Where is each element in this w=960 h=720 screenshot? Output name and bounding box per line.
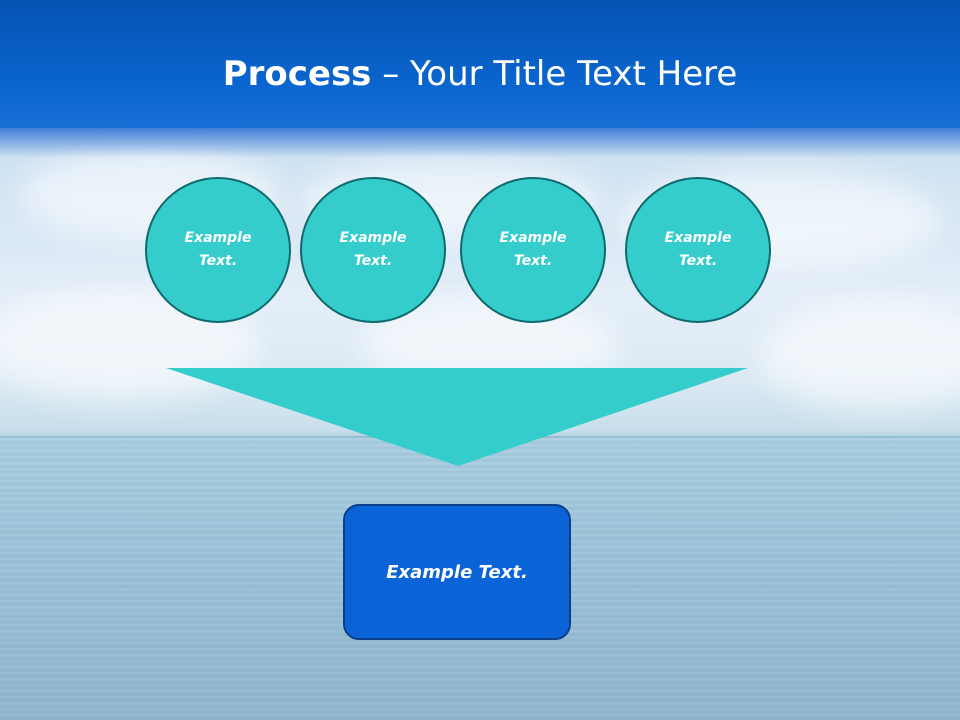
output-label: Example Text.	[386, 561, 528, 583]
output-box: Example Text.	[343, 504, 571, 640]
input-circle-line: Text.	[353, 253, 393, 269]
funnel-arrow	[166, 368, 748, 466]
title-bar-fade	[0, 128, 960, 158]
title-bold: Process	[222, 54, 372, 94]
input-circle-line: Text.	[678, 253, 718, 269]
cloud	[760, 300, 960, 410]
slide-title: Process – Your Title Text Here	[0, 52, 960, 96]
input-circle-line: Example	[499, 230, 567, 246]
input-circle-4: Example Text.	[625, 177, 771, 323]
input-circle-text: Example Text.	[653, 227, 743, 273]
input-circle-line: Text.	[513, 253, 553, 269]
title-bar	[0, 0, 960, 128]
input-circle-line: Example	[664, 230, 732, 246]
input-circle-text: Example Text.	[173, 227, 263, 273]
input-circle-text: Example Text.	[488, 227, 578, 273]
input-circle-3: Example Text.	[460, 177, 606, 323]
title-rest: – Your Title Text Here	[371, 54, 738, 94]
input-circle-line: Text.	[198, 253, 238, 269]
input-circle-1: Example Text.	[145, 177, 291, 323]
input-circle-2: Example Text.	[300, 177, 446, 323]
input-circle-line: Example	[339, 230, 407, 246]
input-circle-line: Example	[184, 230, 252, 246]
funnel-triangle	[166, 368, 748, 466]
input-circle-text: Example Text.	[328, 227, 418, 273]
